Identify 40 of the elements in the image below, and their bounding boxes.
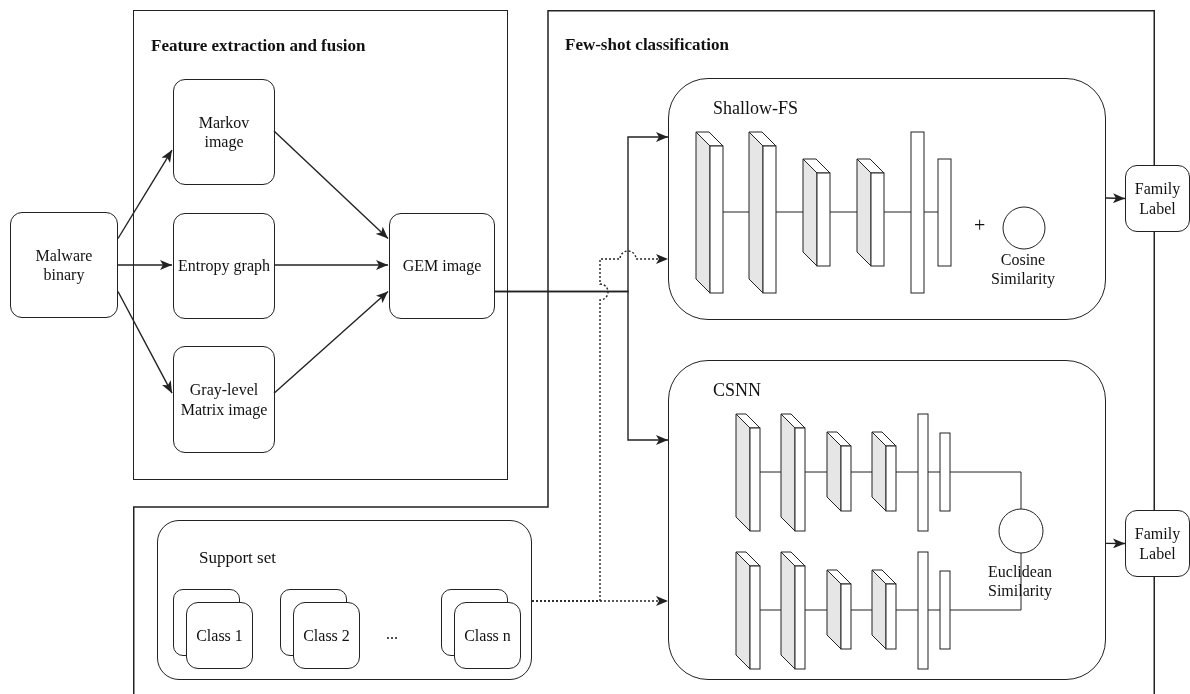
arrow xyxy=(493,290,669,445)
box-label: Class 1 xyxy=(196,625,243,646)
process-box xyxy=(173,346,275,453)
box-label: Family Label xyxy=(1133,179,1182,218)
arrow xyxy=(1105,193,1126,204)
panel-title: Feature extraction and fusion xyxy=(151,35,366,57)
dotted-arrow xyxy=(531,595,669,606)
plus-sign: + xyxy=(974,213,986,237)
process-box xyxy=(1125,510,1190,577)
process-box xyxy=(10,212,118,318)
arrow xyxy=(117,260,173,270)
process-box xyxy=(1125,165,1190,232)
class-card xyxy=(454,602,521,669)
arrow xyxy=(273,260,389,270)
arrow xyxy=(273,130,389,240)
class-card xyxy=(293,602,360,669)
group-title: Support set xyxy=(199,547,276,569)
ellipsis: ... xyxy=(386,624,398,644)
box-label: Family Label xyxy=(1133,524,1182,563)
arrow xyxy=(1105,538,1126,549)
box-label: Entropy graph xyxy=(178,256,270,276)
panel-title: Few-shot classification xyxy=(565,34,729,56)
similarity-label: Cosine Similarity xyxy=(990,250,1056,289)
process-box xyxy=(173,213,275,319)
class-card xyxy=(186,602,253,669)
box-label: Class n xyxy=(464,625,511,646)
support-set-box xyxy=(157,520,532,680)
network-box xyxy=(668,360,1106,680)
network-title: Shallow-FS xyxy=(713,97,799,120)
process-box xyxy=(389,213,495,319)
network-title: CSNN xyxy=(713,379,761,402)
process-box xyxy=(173,79,275,185)
network-box xyxy=(668,78,1106,320)
box-label: Class 2 xyxy=(303,625,350,646)
box-label: GEM image xyxy=(402,256,482,276)
box-label: Gray-level Matrix image xyxy=(179,380,269,419)
similarity-label: Euclidean Similarity xyxy=(987,562,1053,601)
arrow xyxy=(273,290,389,394)
box-label: Markov image xyxy=(197,112,251,152)
box-label: Malware binary xyxy=(34,245,94,285)
